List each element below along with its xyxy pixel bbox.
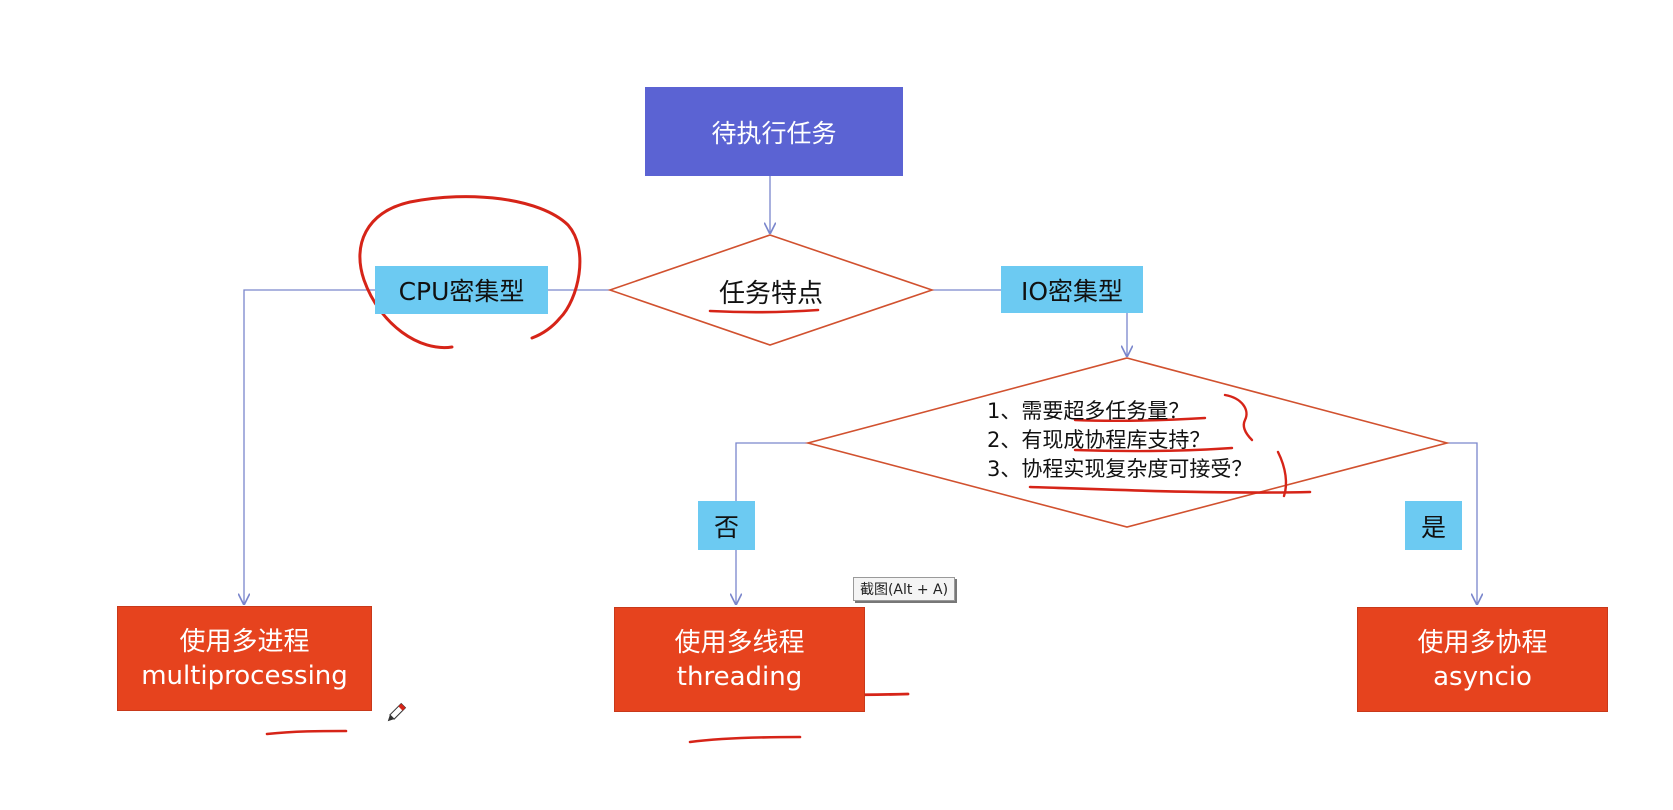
result-multiprocessing-module: multiprocessing [141,660,348,691]
connector-no-branch [736,442,808,604]
annotation-underline-q2 [1073,446,1234,453]
label-io-bound-text: IO密集型 [1020,276,1124,306]
screenshot-tooltip: 截图(Alt + A) [853,577,955,601]
label-no-text: 否 [713,512,739,542]
result-asyncio-title: 使用多协程 [1417,627,1548,658]
annotation-underline-process-below [265,729,348,736]
annotation-underline-thread-below [688,735,802,744]
annotation-circle-cpu [358,195,582,350]
decision-io-question-3: 3、协程实现复杂度可接受？ [987,457,1253,481]
result-threading: 使用多线程 threading [614,607,865,712]
result-threading-title: 使用多线程 [674,627,805,658]
result-multiprocessing-title: 使用多进程 [179,626,310,657]
annotation-bracket-q1 [1223,393,1254,442]
start-node: 待执行任务 [645,87,903,176]
pen-cursor-icon [387,702,407,722]
start-node-label: 待执行任务 [711,118,837,148]
decision-io-question-1: 1、需要超多任务量？ [987,399,1190,423]
label-cpu-bound: CPU密集型 [375,266,548,314]
connector-cpu-branch [244,289,610,604]
annotation-underline-decision [708,308,820,314]
annotation-underline-q1 [1073,416,1207,423]
decision-main-diamond [607,234,935,346]
label-io-bound: IO密集型 [1001,266,1143,313]
decision-io-questions: 1、需要超多任务量？ 2、有现成协程库支持？ 3、协程实现复杂度可接受？ [987,397,1317,484]
result-asyncio-module: asyncio [1433,661,1532,692]
result-multiprocessing: 使用多进程 multiprocessing [117,606,372,711]
decision-io-question-2: 2、有现成协程库支持？ [987,428,1211,452]
decision-main-label: 任务特点 [718,279,823,309]
annotation-underline-q3 [1028,485,1312,494]
label-yes-text: 是 [1420,512,1446,542]
result-asyncio: 使用多协程 asyncio [1357,607,1608,712]
result-threading-module: threading [676,661,803,692]
label-no: 否 [698,501,755,550]
label-cpu-bound-text: CPU密集型 [398,277,525,306]
connector-yes-branch [1447,442,1477,604]
label-yes: 是 [1405,501,1462,550]
